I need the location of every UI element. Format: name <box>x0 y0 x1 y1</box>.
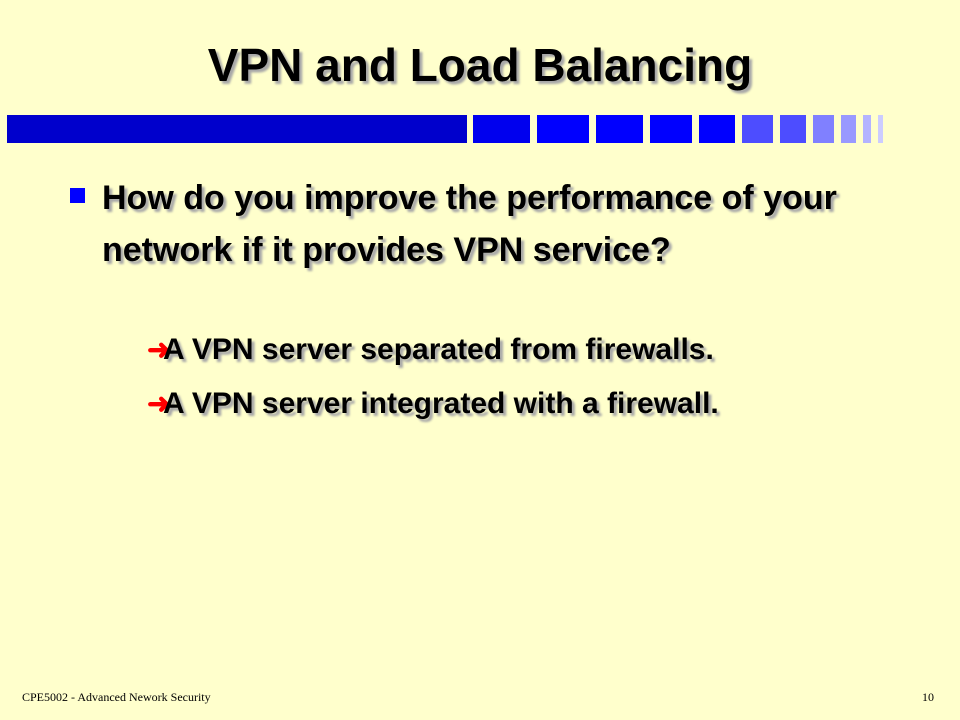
bar-segment <box>742 115 773 143</box>
bar-segment <box>780 115 806 143</box>
bar-segment <box>473 115 530 143</box>
slide-title: VPN and Load Balancing <box>207 39 753 91</box>
page-number: 10 <box>922 690 934 704</box>
bar-segment <box>841 115 856 143</box>
sub-bullet-item: ➜A VPN server separated from firewalls. <box>147 333 714 367</box>
bar-segment <box>537 115 589 143</box>
bullet-item: How do you improve the performance of yo… <box>70 172 910 276</box>
bullet-text: How do you improve the performance of yo… <box>102 179 837 269</box>
footer-course-label: CPE5002 - Advanced Nework Security <box>22 690 211 704</box>
bar-segment <box>878 115 883 143</box>
bar-segment <box>863 115 871 143</box>
bar-segment <box>650 115 692 143</box>
sub-bullet-text: A VPN server separated from firewalls. <box>163 333 714 366</box>
bar-segment <box>596 115 643 143</box>
bar-segment <box>7 115 467 143</box>
bar-segment <box>699 115 735 143</box>
arrow-bullet-icon: ➜ <box>147 388 171 419</box>
sub-bullet-text: A VPN server integrated with a firewall. <box>163 387 719 420</box>
arrow-bullet-icon: ➜ <box>147 334 171 365</box>
bar-segment <box>813 115 834 143</box>
square-bullet-icon <box>70 188 85 203</box>
sub-bullet-item: ➜A VPN server integrated with a firewall… <box>147 387 719 421</box>
